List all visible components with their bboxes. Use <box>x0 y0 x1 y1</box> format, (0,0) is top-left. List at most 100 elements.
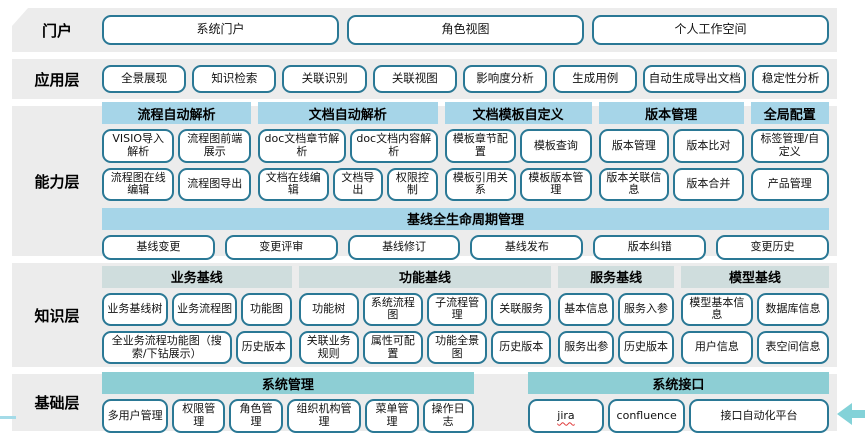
application-button[interactable]: 自动生成导出文档 <box>643 65 747 93</box>
button-row: 流程图在线编辑流程图导出 <box>102 167 251 201</box>
knowledge-button[interactable]: 服务入参 <box>618 292 674 326</box>
application-button-row: 全景展现知识检索关联识别关联视图影响度分析生成用例自动生成导出文档稳定性分析 <box>102 65 830 93</box>
capability-button[interactable]: doc文档章节解析 <box>257 129 346 163</box>
capability-button[interactable]: 流程图在线编辑 <box>102 167 175 201</box>
capability-button[interactable]: doc文档内容解析 <box>349 129 438 163</box>
interface-button[interactable]: jira <box>527 399 605 433</box>
capability-button[interactable]: 流程图导出 <box>178 167 251 201</box>
baseline-button[interactable]: 基线修订 <box>347 234 461 260</box>
foundation-group-system-mgmt: 系统管理 多用户管理权限管理角色管理组织机构管理菜单管理操作日志 <box>102 372 474 433</box>
knowledge-button[interactable]: 用户信息 <box>680 331 753 365</box>
capability-button[interactable]: 模板查询 <box>520 129 592 163</box>
knowledge-button[interactable]: 系统流程图 <box>362 292 423 326</box>
button-row: 产品管理 <box>750 167 830 201</box>
portal-button[interactable]: 个人工作空间 <box>592 15 829 45</box>
foundation-gap <box>474 372 528 432</box>
foundation-layer-band: 基础层 系统管理 多用户管理权限管理角色管理组织机构管理菜单管理操作日志 系统接… <box>12 372 837 433</box>
button-row: 版本关联信息版本合并 <box>598 167 744 201</box>
capability-group-process-parse: 流程自动解析 VISIO导入解析流程图前端展示 流程图在线编辑流程图导出 <box>102 102 251 201</box>
knowledge-button[interactable]: 表空间信息 <box>756 331 830 365</box>
foundation-content: 系统管理 多用户管理权限管理角色管理组织机构管理菜单管理操作日志 系统接口 ji… <box>102 365 837 439</box>
knowledge-button[interactable]: 数据库信息 <box>756 292 830 326</box>
arrow-tail <box>851 410 865 418</box>
application-button[interactable]: 关联视图 <box>372 65 457 93</box>
knowledge-button[interactable]: 模型基本信息 <box>680 292 753 326</box>
knowledge-button[interactable]: 基本信息 <box>558 292 615 326</box>
application-button[interactable]: 稳定性分析 <box>752 65 830 93</box>
portal-button[interactable]: 系统门户 <box>102 15 339 45</box>
knowledge-button[interactable]: 属性可配置 <box>362 331 423 365</box>
capability-button[interactable]: 流程图前端展示 <box>178 129 251 163</box>
knowledge-button[interactable]: 业务基线树 <box>102 292 168 326</box>
capability-button[interactable]: 文档在线编辑 <box>257 167 329 201</box>
capability-button[interactable]: 模板引用关系 <box>444 167 517 201</box>
button-row: 模板引用关系模板版本管理 <box>444 167 592 201</box>
application-button[interactable]: 全景展现 <box>102 65 187 93</box>
foundation-button[interactable]: 操作日志 <box>422 399 474 433</box>
foundation-button[interactable]: 角色管理 <box>229 399 283 433</box>
knowledge-button[interactable]: 服务出参 <box>558 331 615 365</box>
foundation-button[interactable]: 菜单管理 <box>365 399 419 433</box>
application-button[interactable]: 关联识别 <box>282 65 367 93</box>
capability-button[interactable]: 标签管理/自定义 <box>750 129 830 163</box>
foundation-button[interactable]: 组织机构管理 <box>286 399 362 433</box>
group-title: 版本管理 <box>598 102 744 125</box>
group-title: 服务基线 <box>558 265 674 288</box>
group-title: 业务基线 <box>102 265 292 288</box>
baseline-button[interactable]: 变更评审 <box>224 234 338 260</box>
capability-button[interactable]: 模板版本管理 <box>520 167 592 201</box>
capability-button[interactable]: VISIO导入解析 <box>102 129 175 163</box>
baseline-button[interactable]: 基线发布 <box>470 234 584 260</box>
portal-button-row: 系统门户角色视图个人工作空间 <box>102 15 829 45</box>
portal-button[interactable]: 角色视图 <box>347 15 584 45</box>
capability-group-version-mgmt: 版本管理 版本管理版本比对 版本关联信息版本合并 <box>598 102 744 201</box>
button-row: 标签管理/自定义 <box>750 129 830 163</box>
baseline-lifecycle-section: 基线全生命周期管理 基线变更变更评审基线修订基线发布版本纠错变更历史 <box>102 207 829 260</box>
capability-button[interactable]: 产品管理 <box>750 167 830 201</box>
knowledge-button[interactable]: 历史版本 <box>491 331 552 365</box>
baseline-button[interactable]: 基线变更 <box>102 234 215 260</box>
knowledge-button[interactable]: 子流程管理 <box>426 292 488 326</box>
knowledge-button[interactable]: 功能树 <box>298 292 359 326</box>
foundation-groups: 系统管理 多用户管理权限管理角色管理组织机构管理菜单管理操作日志 系统接口 ji… <box>102 372 829 433</box>
arrow-head <box>837 403 852 425</box>
capability-button[interactable]: 权限控制 <box>387 167 438 201</box>
foundation-button[interactable]: 权限管理 <box>172 399 226 433</box>
knowledge-button[interactable]: 业务流程图 <box>171 292 238 326</box>
baseline-section-title: 基线全生命周期管理 <box>102 207 829 230</box>
application-button[interactable]: 知识检索 <box>192 65 277 93</box>
interface-button[interactable]: confluence <box>608 399 685 433</box>
button-row: 功能树系统流程图子流程管理关联服务 <box>298 292 552 326</box>
knowledge-content: 业务基线 业务基线树业务流程图功能图 全业务流程功能图（搜索/下钻展示）历史版本… <box>102 259 837 372</box>
knowledge-button[interactable]: 历史版本 <box>618 331 674 365</box>
button-row: 用户信息表空间信息 <box>680 331 830 365</box>
application-button[interactable]: 影响度分析 <box>462 65 548 93</box>
baseline-button[interactable]: 变更历史 <box>716 234 829 260</box>
capability-button[interactable]: 模板章节配置 <box>444 129 517 163</box>
capability-button[interactable]: 版本管理 <box>598 129 670 163</box>
foundation-button[interactable]: 多用户管理 <box>102 399 169 433</box>
knowledge-button[interactable]: 功能图 <box>241 292 292 326</box>
knowledge-group-business-baseline: 业务基线 业务基线树业务流程图功能图 全业务流程功能图（搜索/下钻展示）历史版本 <box>102 265 292 365</box>
application-button[interactable]: 生成用例 <box>553 65 638 93</box>
capability-button[interactable]: 版本比对 <box>673 129 744 163</box>
button-row: 多用户管理权限管理角色管理组织机构管理菜单管理操作日志 <box>102 399 474 433</box>
button-row: 全业务流程功能图（搜索/下钻展示）历史版本 <box>102 331 292 365</box>
knowledge-group-model-baseline: 模型基线 模型基本信息数据库信息 用户信息表空间信息 <box>680 265 830 365</box>
knowledge-button[interactable]: 全业务流程功能图（搜索/下钻展示） <box>102 331 232 365</box>
knowledge-button[interactable]: 历史版本 <box>235 331 292 365</box>
group-title: 模型基线 <box>680 265 829 288</box>
capability-button[interactable]: 文档导出 <box>332 167 384 201</box>
knowledge-button[interactable]: 关联服务 <box>491 292 552 326</box>
knowledge-button[interactable]: 功能全景图 <box>426 331 488 365</box>
interface-button[interactable]: 接口自动化平台 <box>689 399 829 433</box>
baseline-button[interactable]: 版本纠错 <box>593 234 707 260</box>
portal-layer-band: 门户 系统门户角色视图个人工作空间 <box>12 8 837 52</box>
capability-button[interactable]: 版本关联信息 <box>598 167 670 201</box>
capability-button[interactable]: 版本合并 <box>673 167 744 201</box>
application-layer-band: 应用层 全景展现知识检索关联识别关联视图影响度分析生成用例自动生成导出文档稳定性… <box>12 59 837 99</box>
knowledge-groups: 业务基线 业务基线树业务流程图功能图 全业务流程功能图（搜索/下钻展示）历史版本… <box>102 265 830 365</box>
knowledge-button[interactable]: 关联业务规则 <box>298 331 359 365</box>
